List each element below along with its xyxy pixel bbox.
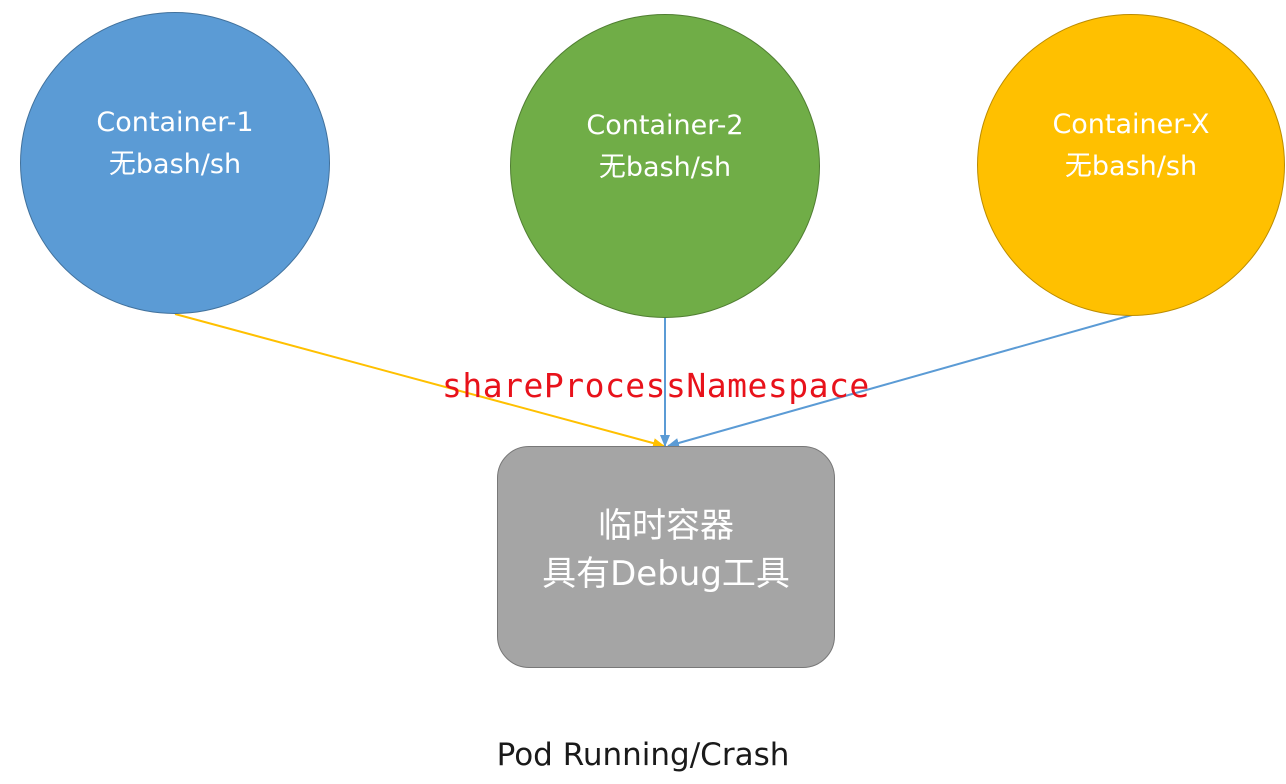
pod-status-caption: Pod Running/Crash <box>496 737 790 773</box>
container-1-note: 无bash/sh <box>108 149 242 180</box>
edge-container-x-to-ephemeral <box>667 314 1133 448</box>
share-process-namespace-label: shareProcessNamespace <box>442 366 870 405</box>
ephemeral-container-name: 临时容器 <box>598 506 734 546</box>
container-x-node: Container-X 无bash/sh <box>977 14 1285 316</box>
container-x-name: Container-X <box>1052 109 1210 140</box>
container-x-note: 无bash/sh <box>1064 151 1198 182</box>
ephemeral-container-note: 具有Debug工具 <box>542 554 790 594</box>
container-2-note: 无bash/sh <box>598 152 732 183</box>
container-2-node: Container-2 无bash/sh <box>510 14 820 318</box>
container-1-node: Container-1 无bash/sh <box>20 12 330 314</box>
edge-container-1-to-ephemeral <box>174 313 665 448</box>
container-2-name: Container-2 <box>586 110 744 141</box>
container-1-name: Container-1 <box>96 107 254 138</box>
ephemeral-container-node: 临时容器 具有Debug工具 <box>497 446 835 668</box>
